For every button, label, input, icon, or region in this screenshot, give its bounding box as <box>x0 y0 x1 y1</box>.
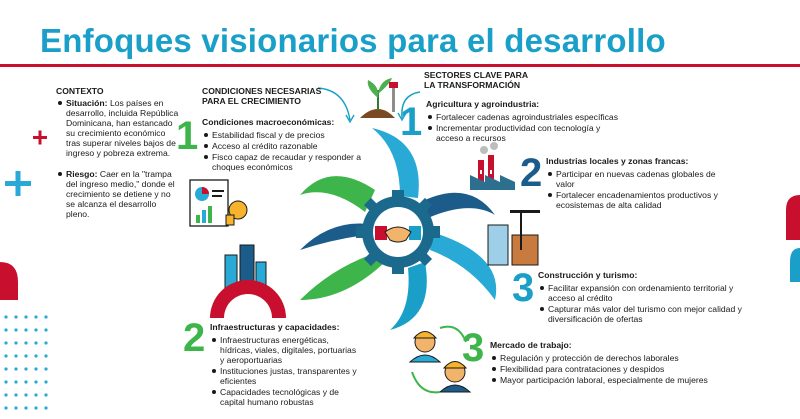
contexto-heading: CONTEXTO <box>56 86 104 96</box>
macro-title: Condiciones macroeconómicas: <box>202 117 335 127</box>
arm-green-top <box>300 176 375 212</box>
construccion-title: Construcción y turismo: <box>538 270 638 280</box>
condiciones-heading-line2: PARA EL CRECIMIENTO <box>202 96 301 106</box>
agricultura-title: Agricultura y agroindustria: <box>426 99 540 109</box>
factory-icon <box>470 142 515 190</box>
construction-icon <box>487 210 540 266</box>
condiciones-heading-line1: CONDICIONES NECESARIAS <box>202 86 322 96</box>
mercado-item: Regulación y protección de derechos labo… <box>492 353 720 363</box>
mercado-item: Flexibilidad para contrataciones y despi… <box>492 364 720 374</box>
page-title: Enfoques visionarios para el desarrollo <box>40 22 666 59</box>
condiciones-number-2: 2 <box>183 316 206 360</box>
arm-darkblue-left <box>300 223 368 250</box>
sector-agricultura: Agricultura y agroindustria: Fortalecer … <box>426 99 626 144</box>
finance-chart-icon <box>189 179 248 227</box>
mercado-item: Mayor participación laboral, especialmen… <box>492 375 720 385</box>
plus-icon-red <box>33 130 47 145</box>
riesgo-text: Caer en la "trampa del ingreso medio," d… <box>66 169 175 219</box>
situacion-text: Los países en desarrollo, incluida Repúb… <box>66 98 179 158</box>
arrow-condiciones <box>317 87 351 121</box>
industrias-title: Industrias locales y zonas francas: <box>546 156 689 166</box>
workers-icon <box>408 325 472 394</box>
title-divider <box>0 64 800 67</box>
right-edge-red-shape <box>786 195 800 240</box>
right-edge-blue-shape <box>790 248 800 282</box>
condiciones-heading: CONDICIONES NECESARIAS PARA EL CRECIMIEN… <box>202 86 321 106</box>
construccion-item: Capturar más valor del turismo con mejor… <box>540 304 742 324</box>
infra-item: Infraestructuras energéticas, hídricas, … <box>212 335 360 365</box>
plant-sprout-icon <box>360 78 398 118</box>
contexto-item-situacion: Situación: Los países en desarrollo, inc… <box>58 98 181 158</box>
construccion-item: Facilitar expansión con ordenamiento ter… <box>540 283 743 303</box>
plus-icon-blue <box>5 171 31 196</box>
arm-blue-bottom <box>390 262 427 330</box>
sector-number-4: 3 <box>462 326 485 370</box>
industrias-item: Participar en nuevas cadenas globales de… <box>548 169 721 189</box>
arm-blue-top <box>372 128 419 198</box>
sectores-heading: SECTORES CLAVE PARA LA TRANSFORMACIÓN <box>424 70 528 90</box>
sectores-heading-line1: SECTORES CLAVE PARA <box>424 70 529 80</box>
macro-item: Acceso al crédito razonable <box>204 141 367 151</box>
macro-block: Condiciones macroeconómicas: Estabilidad… <box>202 117 367 173</box>
infra-item: Capacidades tecnológicas y de capital hu… <box>212 387 360 407</box>
macro-item: Estabilidad fiscal y de precios <box>204 130 367 140</box>
infrastructure-icon <box>210 244 286 318</box>
contexto-section: CONTEXTO Situación: Los países en desarr… <box>56 86 181 220</box>
macro-item: Fisco capaz de recaudar y responder a ch… <box>204 152 367 172</box>
sector-number-1: 1 <box>400 100 423 144</box>
arm-green-bottom <box>300 255 385 300</box>
arrow-sectores <box>401 91 421 119</box>
mercado-title: Mercado de trabajo: <box>490 340 572 350</box>
infra-block: Infraestructuras y capacidades: Infraest… <box>210 322 360 408</box>
agricultura-item: Fortalecer cadenas agroindustriales espe… <box>428 112 626 122</box>
handshake-icon <box>375 226 421 243</box>
sector-construccion: Construcción y turismo: Facilitar expans… <box>538 270 743 325</box>
riesgo-label: Riesgo: <box>66 169 98 179</box>
situacion-label: Situación: <box>66 98 108 108</box>
condiciones-number-1: 1 <box>176 114 199 158</box>
sector-industrias: Industrias locales y zonas francas: Part… <box>546 156 721 211</box>
infra-title: Infraestructuras y capacidades: <box>210 322 340 332</box>
sectores-heading-line2: LA TRANSFORMACIÓN <box>424 80 521 90</box>
sector-number-3: 3 <box>512 266 535 310</box>
agricultura-item: Incrementar productividad con tecnología… <box>428 123 626 143</box>
red-corner-shape <box>0 262 18 300</box>
industrias-item: Fortalecer encadenamientos productivos y… <box>548 190 721 210</box>
sector-mercado-trabajo: Mercado de trabajo: Regulación y protecc… <box>490 340 720 386</box>
arm-darkblue-right <box>425 192 495 218</box>
arm-blue-right <box>430 232 497 300</box>
dot-grid <box>4 315 48 410</box>
infra-item: Instituciones justas, transparentes y ef… <box>212 366 360 386</box>
contexto-item-riesgo: Riesgo: Caer en la "trampa del ingreso m… <box>58 169 181 219</box>
sector-number-2: 2 <box>520 151 543 195</box>
